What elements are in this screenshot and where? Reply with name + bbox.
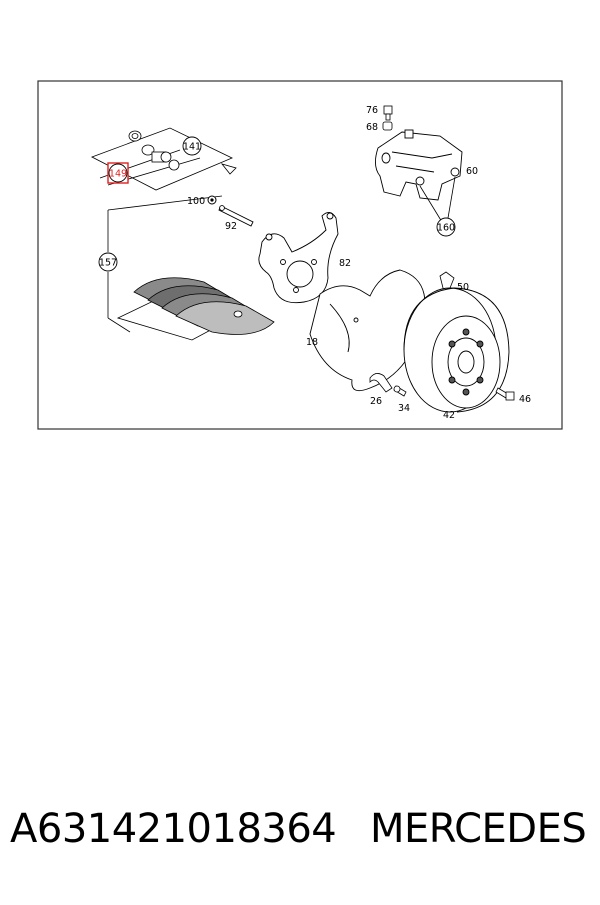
label-92: 92 <box>225 221 237 232</box>
dust-cap-68 <box>382 121 393 131</box>
label-18: 18 <box>306 337 318 348</box>
label-160: 160 <box>437 223 455 234</box>
bracket-157 <box>107 195 223 333</box>
callout-circle-149 <box>108 163 128 183</box>
brake-pads <box>116 277 275 341</box>
bleeder-screw-76 <box>383 105 393 121</box>
brake-disc-42 <box>403 287 510 413</box>
part-number: A631421018364 <box>10 806 337 852</box>
spring-26 <box>369 373 393 393</box>
label-34: 34 <box>398 403 410 414</box>
highlight-box-149 <box>107 162 129 184</box>
guide-pin-92 <box>218 205 254 227</box>
label-60: 60 <box>466 166 478 177</box>
callout-circle-157 <box>98 252 118 272</box>
wheel-bolt-46 <box>495 387 515 401</box>
label-141: 141 <box>183 142 201 153</box>
label-157: 157 <box>99 258 117 269</box>
label-82: 82 <box>339 258 351 269</box>
caliper-bracket-82 <box>258 212 339 304</box>
callout-circle-160 <box>436 217 456 237</box>
bolt-34 <box>393 385 407 397</box>
label-50: 50 <box>457 282 469 293</box>
label-26: 26 <box>370 396 382 407</box>
label-46: 46 <box>519 394 531 405</box>
washer-100-hole <box>210 198 214 202</box>
label-100: 100 <box>187 196 205 207</box>
leader-lines-160 <box>419 176 456 223</box>
callout-circle-141 <box>182 136 202 156</box>
label-68: 68 <box>366 122 378 133</box>
caliper-60 <box>375 129 463 201</box>
brand-name: MERCEDES <box>370 806 587 852</box>
label-149: 149 <box>109 169 127 180</box>
label-42: 42 <box>443 410 455 421</box>
label-76: 76 <box>366 105 378 116</box>
